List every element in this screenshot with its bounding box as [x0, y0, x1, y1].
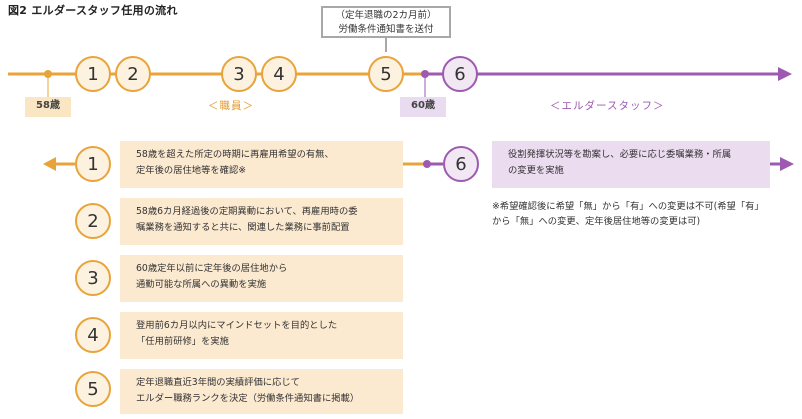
step-2-number: 2: [75, 203, 111, 239]
notice-callout: （定年退職の2カ月前） 労働条件通知書を送付: [321, 6, 451, 38]
step-3-number: 3: [75, 260, 111, 296]
footnote-line-2: から「無」への変更、定年後居住地等の変更は可): [492, 216, 701, 227]
step-2-line-1: 58歳6カ月経過後の定期異動において、再雇用時の委: [136, 206, 358, 217]
figure-title: 図2 エルダースタッフ任用の流れ: [8, 4, 178, 17]
callout-line-1: （定年退職の2カ月前）: [335, 10, 437, 21]
step-6-box: 役割発揮状況等を勘案し、必要に応じ委嘱業務・所属 の変更を実施: [492, 141, 770, 188]
step-2-box: 58歳6カ月経過後の定期異動において、再雇用時の委 嘱業務を通知すると共に、関連…: [120, 198, 403, 245]
timeline-arrowhead: [778, 67, 792, 81]
step-4-number: 4: [75, 317, 111, 353]
marker-4: 4: [261, 56, 297, 92]
step-5-line-2: エルダー職務ランクを決定（労働条件通知書に掲載）: [136, 393, 360, 404]
step-1-line-1: 58歳を超えた所定の時期に再雇用希望の有無、: [136, 149, 334, 160]
marker-1: 1: [75, 56, 111, 92]
phase-elder-label: ＜エルダースタッフ＞: [550, 100, 665, 112]
step-3-box: 60歳定年以前に定年後の居住地から 通勤可能な所属への異動を実施: [120, 255, 403, 302]
footnote: ※希望確認後に希望「無」から「有」への変更は不可(希望「有」 から「無」への変更…: [492, 199, 764, 229]
callout-line-2: 労働条件通知書を送付: [338, 24, 434, 35]
step1-left-arrowhead: [43, 157, 56, 171]
step-6-line-1: 役割発揮状況等を勘案し、必要に応じ委嘱業務・所属: [508, 149, 732, 160]
step-3-line-1: 60歳定年以前に定年後の居住地から: [136, 263, 288, 274]
footnote-line-1: ※希望確認後に希望「無」から「有」への変更は不可(希望「有」: [492, 201, 764, 212]
step6-arrowhead: [780, 157, 794, 171]
age-58-tag: 58歳: [25, 97, 71, 117]
timeline-dot-58: [44, 70, 52, 78]
callout-connector: [385, 38, 387, 52]
timeline-dot-60: [421, 70, 429, 78]
marker-3: 3: [221, 56, 257, 92]
step-1-box: 58歳を超えた所定の時期に再雇用希望の有無、 定年後の居住地等を確認※: [120, 141, 403, 188]
step6-link-dot: [423, 160, 431, 168]
step-2-line-2: 嘱業務を通知すると共に、関連した業務に事前配置: [136, 222, 350, 233]
step-4-line-2: 「任用前研修」を実施: [136, 336, 229, 347]
marker-6: 6: [442, 56, 478, 92]
age-60-tag: 60歳: [400, 97, 446, 117]
step-4-line-1: 登用前6カ月以内にマインドセットを目的とした: [136, 320, 338, 331]
step-5-box: 定年退職直近3年間の実績評価に応じて エルダー職務ランクを決定（労働条件通知書に…: [120, 369, 403, 414]
step-6-number: 6: [443, 146, 479, 182]
step-3-line-2: 通勤可能な所属への異動を実施: [136, 279, 267, 290]
step-5-line-1: 定年退職直近3年間の実績評価に応じて: [136, 377, 300, 388]
step-4-box: 登用前6カ月以内にマインドセットを目的とした 「任用前研修」を実施: [120, 312, 403, 359]
step-6-line-2: の変更を実施: [508, 165, 564, 176]
step-1-line-2: 定年後の居住地等を確認※: [136, 165, 247, 176]
phase-staff-label: ＜職員＞: [208, 100, 254, 112]
step-5-number: 5: [75, 371, 111, 407]
marker-5: 5: [368, 56, 404, 92]
step-1-number: 1: [75, 146, 111, 182]
marker-2: 2: [115, 56, 151, 92]
